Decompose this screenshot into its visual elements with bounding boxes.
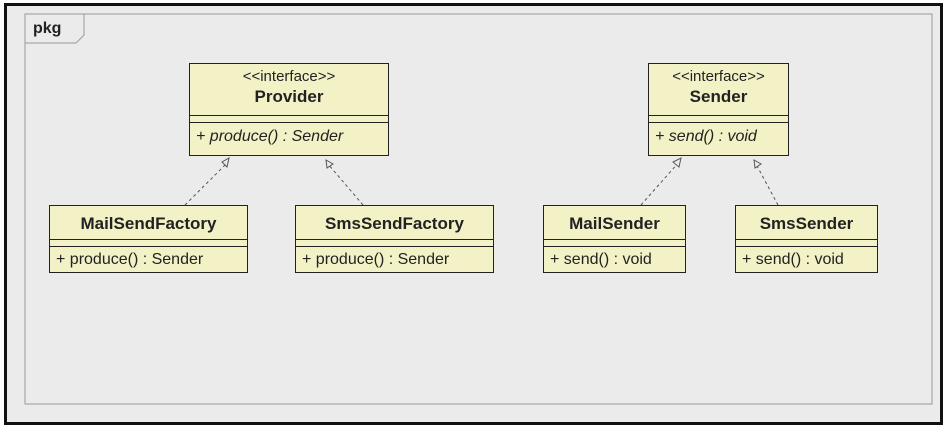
provider-op-divider [190, 122, 388, 127]
arrow-smssender-sender [755, 163, 779, 206]
class-smssendfactory[interactable]: SmsSendFactory + produce() : Sender [295, 205, 494, 273]
provider-name: Provider [254, 87, 324, 106]
sender-attr-compartment [649, 115, 788, 122]
smssender-name: SmsSender [759, 214, 854, 233]
package-border [24, 13, 933, 405]
mailsender-operation: + send() : void [550, 251, 652, 268]
package-tab [25, 14, 85, 44]
mailsendfactory-operation: + produce() : Sender [56, 251, 204, 268]
arrow-smssendfactory-provider [327, 163, 364, 206]
arrowhead-smssendfactory-provider [325, 159, 334, 169]
provider-operation: + produce() : Sender [196, 128, 344, 145]
arrow-mailsendfactory-provider [184, 161, 229, 206]
package-label: pkg [33, 20, 62, 37]
smssender-op-divider [736, 246, 877, 250]
arrow-mailsender-sender [640, 161, 680, 206]
provider-attr-compartment [190, 115, 388, 122]
mailsendfactory-name: MailSendFactory [80, 214, 217, 233]
provider-stereotype: <<interface>> [242, 68, 336, 85]
class-provider[interactable]: <<interface>> Provider + produce() : Sen… [189, 63, 389, 156]
mailsender-attr-compartment [544, 239, 685, 246]
arrowhead-mailsender-sender [672, 157, 682, 168]
smssendfactory-op-divider [296, 246, 493, 250]
class-provider-header: <<interface>> Provider [190, 64, 388, 115]
class-sender-header: <<interface>> Sender [649, 64, 788, 115]
smssender-attr-compartment [736, 239, 877, 246]
class-mailsendfactory[interactable]: MailSendFactory + produce() : Sender [49, 205, 248, 273]
mailsendfactory-attr-compartment [50, 239, 247, 246]
smssendfactory-header: SmsSendFactory [296, 206, 493, 239]
mailsender-name: MailSender [569, 214, 660, 233]
mailsender-header: MailSender [544, 206, 685, 239]
sender-name: Sender [689, 87, 748, 106]
smssendfactory-operation: + produce() : Sender [302, 251, 450, 268]
class-smssender[interactable]: SmsSender + send() : void [735, 205, 878, 273]
mailsendfactory-header: MailSendFactory [50, 206, 247, 239]
arrowhead-mailsendfactory-provider [221, 157, 230, 168]
smssendfactory-attr-compartment [296, 239, 493, 246]
mailsendfactory-op-divider [50, 246, 247, 250]
smssendfactory-name: SmsSendFactory [325, 214, 464, 233]
sender-operation: + send() : void [655, 128, 757, 145]
smssender-header: SmsSender [736, 206, 877, 239]
arrowhead-smssender-sender [753, 159, 762, 169]
smssender-operation: + send() : void [742, 251, 844, 268]
class-sender-interface[interactable]: <<interface>> Sender + send() : void [648, 63, 789, 156]
class-mailsender[interactable]: MailSender + send() : void [543, 205, 686, 273]
mailsender-op-divider [544, 246, 685, 250]
sender-op-divider [649, 122, 788, 127]
sender-stereotype: <<interface>> [672, 68, 765, 85]
